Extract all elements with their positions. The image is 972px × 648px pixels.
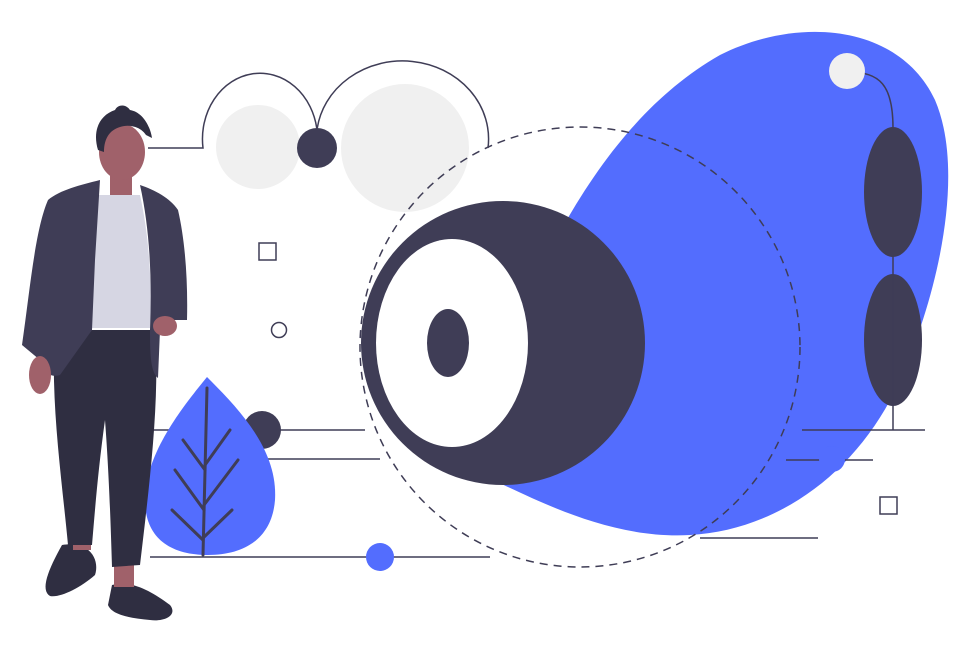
shirt: [90, 195, 151, 328]
person-figure: [22, 105, 188, 621]
shoe-right: [108, 583, 173, 621]
hair: [95, 105, 152, 152]
ankle-right: [114, 565, 134, 587]
light-circle-right: [341, 84, 469, 212]
top-arc-left: [148, 72, 318, 149]
jacket-left: [22, 180, 100, 376]
hand-right: [153, 316, 177, 336]
blue-dot-right: [819, 446, 845, 472]
head: [99, 124, 145, 180]
tree-branches: [170, 386, 240, 557]
light-circle-left: [216, 105, 300, 189]
eye-lens-pupil: [427, 309, 469, 377]
hand-left: [29, 356, 51, 394]
circle-outline-icon: [270, 321, 288, 339]
square-outline-icon-right: [879, 496, 898, 515]
dark-dot-top: [297, 128, 337, 168]
top-arc-right: [316, 60, 490, 149]
dashed-orbit: [359, 126, 801, 568]
light-circle-pendant: [829, 53, 865, 89]
pendant-ellipse-top: [864, 127, 922, 257]
shoe-left: [45, 544, 97, 597]
square-outline-icon: [258, 242, 277, 261]
jacket-right: [140, 185, 188, 378]
tree-icon: [145, 377, 276, 555]
blue-dot-ground: [366, 543, 394, 571]
pants: [53, 330, 157, 567]
